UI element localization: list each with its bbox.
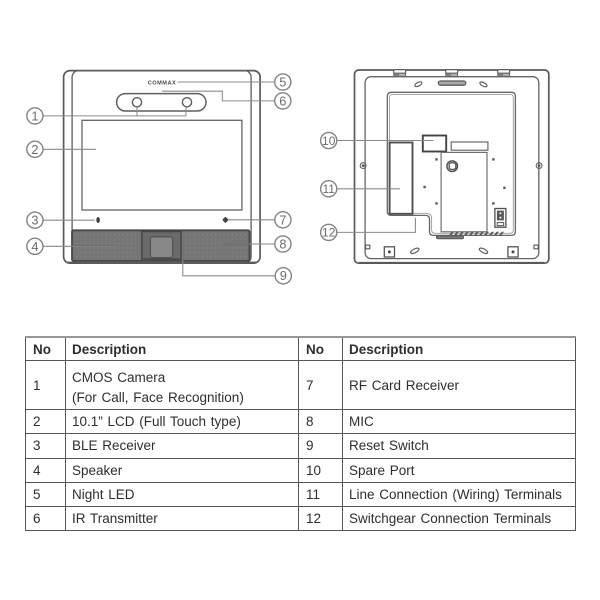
svg-text:COMMAX: COMMAX	[148, 80, 176, 86]
svg-text:3: 3	[31, 213, 38, 228]
svg-text:1: 1	[31, 108, 38, 123]
svg-text:10: 10	[322, 134, 336, 148]
svg-text:4: 4	[31, 239, 38, 254]
svg-text:8: 8	[279, 237, 286, 252]
svg-text:9: 9	[280, 268, 287, 283]
svg-text:7: 7	[279, 212, 286, 227]
svg-text:2: 2	[31, 142, 38, 157]
svg-text:6: 6	[279, 93, 286, 108]
svg-text:11: 11	[322, 182, 335, 196]
svg-text:5: 5	[279, 75, 286, 90]
svg-text:12: 12	[322, 226, 336, 240]
